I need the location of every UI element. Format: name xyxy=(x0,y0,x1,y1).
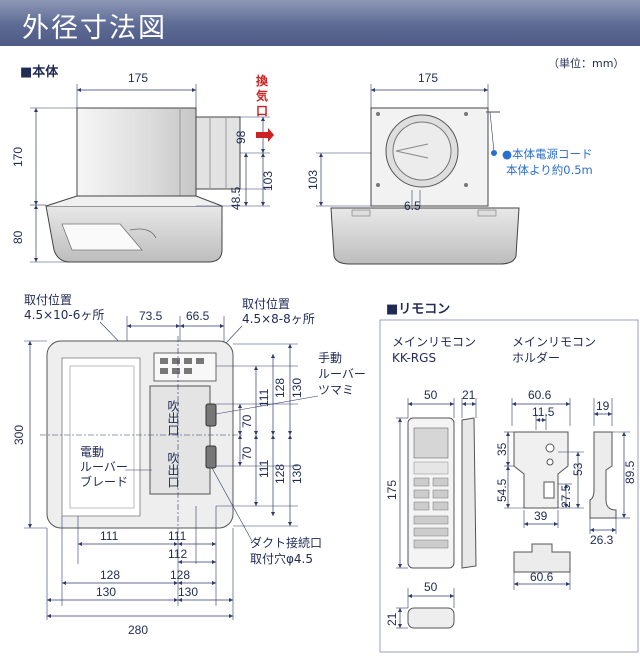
remote-depth-21: 21 xyxy=(462,388,476,402)
right-dim-111-bottom: 111 xyxy=(257,459,271,478)
cord-label-1: ●本体電源コード xyxy=(502,147,593,161)
mount-left-2: 4.5×10-6ヶ所 xyxy=(24,308,104,322)
right-dim-128-top: 128 xyxy=(273,378,287,398)
units-label: （単位：mm） xyxy=(548,56,624,70)
right-dim-130-bottom: 130 xyxy=(290,464,304,484)
manual-louver-2: ルーバー xyxy=(318,367,366,381)
duct-98-label: 98 xyxy=(234,130,248,144)
holder-27-5: 27.5 xyxy=(559,484,573,508)
bottom-view: 取付位置 4.5×10-6ヶ所 取付位置 4.5×8-8ヶ所 73.5 66.5… xyxy=(12,292,366,637)
duct-103-label: 103 xyxy=(261,171,275,191)
holder-width-60-6: 60.6 xyxy=(528,388,552,402)
bottom-dim-112: 112 xyxy=(168,547,187,561)
bottom-dim-280: 280 xyxy=(128,623,148,637)
holder-53: 53 xyxy=(571,462,585,476)
side-height-upper: 170 xyxy=(11,147,25,167)
duct-label-2: 取付穴φ4.5 xyxy=(250,551,313,566)
duct-label-1: ダクト接続口 xyxy=(250,535,322,550)
exhaust-char-1: 換 xyxy=(256,73,269,88)
remote-holder-title-1: メインリモコン xyxy=(512,335,596,349)
duct-outlet xyxy=(195,116,241,190)
holder-39: 39 xyxy=(534,509,548,523)
cord-bullet-icon xyxy=(491,150,497,156)
bottom-dim-111-right: 111 xyxy=(168,529,187,543)
mount-right-1: 取付位置 xyxy=(242,296,290,311)
holder-54-5: 54.5 xyxy=(495,478,509,502)
bottom-dim-111-left: 111 xyxy=(100,529,119,543)
side-height-lower: 80 xyxy=(11,230,25,244)
right-dim-70-bottom: 70 xyxy=(240,446,254,460)
remote-bottom-width-50: 50 xyxy=(424,580,438,594)
remote-holder-title-2: ホルダー xyxy=(512,350,560,365)
right-dim-111-top: 111 xyxy=(257,388,271,407)
exhaust-arrow-icon xyxy=(256,128,274,142)
holder-inner-11-5: 11.5 xyxy=(532,405,555,419)
duct-48-5-label: 48.5 xyxy=(229,186,243,210)
outlet-label-2: 吹出口 xyxy=(166,452,180,488)
remote-main-title-1: メインリモコン xyxy=(392,335,476,349)
dim-66-5: 66.5 xyxy=(186,309,210,323)
unit-body xyxy=(76,107,197,204)
bottom-dim-130-right: 130 xyxy=(178,585,198,599)
holder-35: 35 xyxy=(495,442,509,456)
remote-height-175: 175 xyxy=(385,480,399,500)
right-dim-128-bottom: 128 xyxy=(273,464,287,484)
remote-section: ■リモコン メインリモコン KK-RGS メインリモコン ホルダー 50 175… xyxy=(379,302,639,653)
page-title: 外径寸法図 xyxy=(22,13,167,44)
side-width-label: 175 xyxy=(128,71,148,85)
front-width-label: 175 xyxy=(418,71,438,85)
front-offset-6-5: 6.5 xyxy=(404,199,421,213)
exhaust-char-2: 気 xyxy=(256,88,268,103)
exhaust-char-3: 口 xyxy=(256,104,268,118)
holder-side-89-5: 89.5 xyxy=(623,460,637,484)
remote-width-50: 50 xyxy=(424,388,438,402)
title-banner: 外径寸法図 xyxy=(0,0,640,46)
outlet-label: 吹出口 xyxy=(166,400,180,436)
bottom-dim-128-right: 128 xyxy=(170,568,190,582)
electric-louver-2: ルーバー xyxy=(80,460,128,474)
dim-73-5: 73.5 xyxy=(139,309,163,323)
main-unit-heading: ■本体 xyxy=(20,64,59,80)
bottom-dim-128-left: 128 xyxy=(100,568,120,582)
remote-main-title-2: KK-RGS xyxy=(392,351,436,365)
manual-louver-1: 手動 xyxy=(318,351,342,365)
remote-bottom-depth-21: 21 xyxy=(385,612,399,626)
side-view: 175 170 80 98 103 48.5 換 気 口 xyxy=(11,71,275,263)
holder-bottom xyxy=(513,543,571,573)
electric-louver-3: ブレード xyxy=(80,474,128,489)
mount-right-2: 4.5×8-8ヶ所 xyxy=(242,312,315,326)
right-dim-130-top: 130 xyxy=(290,378,304,398)
manual-louver-3: ツマミ xyxy=(318,383,354,397)
holder-side-19: 19 xyxy=(596,399,610,413)
holder-bottom-60-6: 60.6 xyxy=(530,570,554,584)
holder-side-26-3: 26.3 xyxy=(590,533,614,547)
right-dim-70-top: 70 xyxy=(240,414,254,428)
dim-300: 300 xyxy=(12,425,26,445)
bottom-dim-130-left: 130 xyxy=(96,585,116,599)
electric-louver-1: 電動 xyxy=(80,445,104,459)
remote-heading: ■リモコン xyxy=(386,302,450,317)
front-height-103: 103 xyxy=(306,170,320,190)
cord-label-2: 本体より約0.5m xyxy=(506,163,593,177)
front-view: 175 103 6.5 ●本体電源コード 本体より約0.5m xyxy=(306,71,593,265)
mount-left-1: 取付位置 xyxy=(24,292,72,307)
